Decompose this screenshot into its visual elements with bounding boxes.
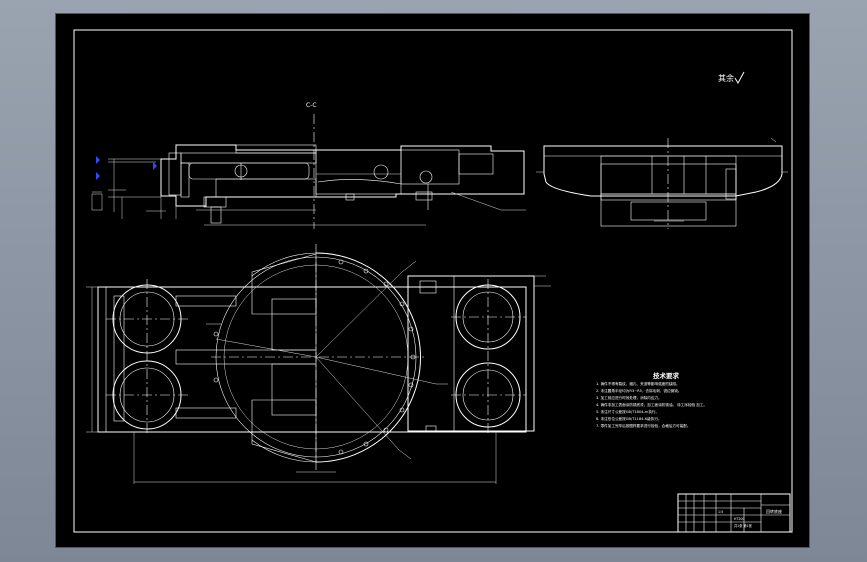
drawing-border <box>73 29 793 533</box>
material: HT200 <box>734 517 744 521</box>
roughness-icon <box>734 71 745 85</box>
scale: 1:5 <box>718 510 723 514</box>
tech-item: 4. 铸件非加工表面涂防锈底漆，加工面涂防锈油。 待工序检验 加工。 <box>596 402 707 407</box>
sheet-count: 共1张 第1张 <box>734 523 753 528</box>
roughness-note: 其余 <box>718 71 745 85</box>
marker-icon <box>96 156 100 164</box>
title-block: 回转底座 HT200 共1张 第1张 1:5 <box>677 493 791 533</box>
tech-requirements-title: 技术要求 <box>653 371 680 380</box>
svg-text:其余: 其余 <box>718 73 734 83</box>
drawing-sheet: 其余 C-C <box>56 14 809 547</box>
section-view-cc: C-C <box>91 102 526 229</box>
marker-icon <box>96 172 100 180</box>
marker-icon <box>153 162 157 170</box>
plan-view <box>86 244 551 484</box>
tech-item: 1. 铸件不得有裂纹、缩孔、夹渣等影响强度的缺陷。 <box>596 381 680 386</box>
drawing-name: 回转底座 <box>766 508 782 514</box>
side-view <box>536 137 788 229</box>
cad-drawing: 其余 C-C <box>73 29 793 533</box>
section-label: C-C <box>306 102 317 109</box>
tech-item: 2. 未注圆角半径均为R3~R5，去除毛刺、锐边倒钝。 <box>596 388 681 393</box>
tech-requirements: 技术要求 1. 铸件不得有裂纹、缩孔、夹渣等影响强度的缺陷。 2. 未注圆角半径… <box>596 371 707 428</box>
tech-item: 6. 未注形位公差按GB/T1184-K级执行。 <box>596 416 662 421</box>
tech-item: 5. 未注尺寸公差按GB/T1804-m执行。 <box>596 409 659 414</box>
tech-item: 3. 加工前应进行时效处理，消除内应力。 <box>596 395 662 400</box>
tech-item: 7. 零件加工完毕后按图样要求进行检验，合格后方可装配。 <box>596 423 690 428</box>
